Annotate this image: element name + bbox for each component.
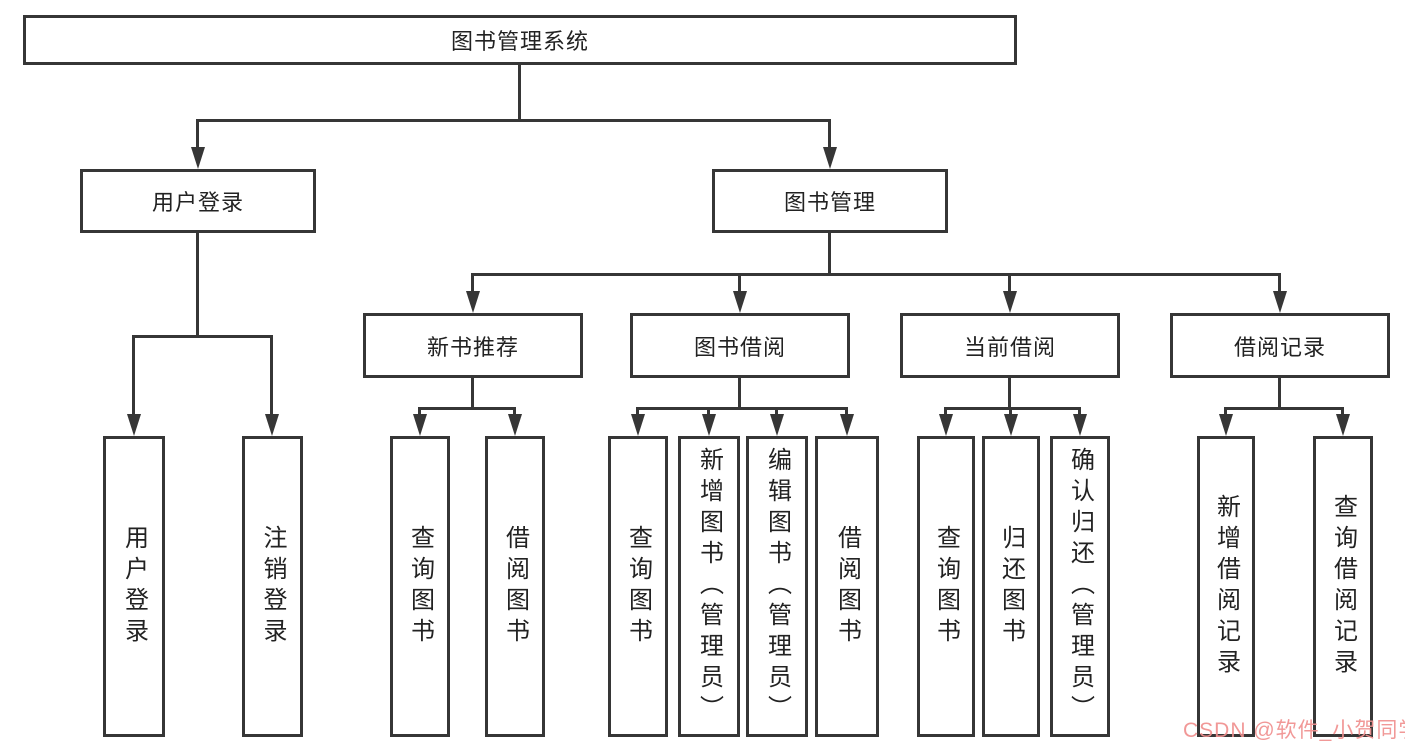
leaf-label: 注销登录 [259, 524, 286, 649]
connector-line [944, 407, 947, 414]
arrow-down-icon [508, 414, 522, 436]
watermark: CSDN @软件_小贺同学 [1183, 719, 1405, 742]
arrow-down-icon [1003, 291, 1017, 313]
leaf-return-books: 归还图书 [982, 436, 1040, 737]
arrow-down-icon [733, 291, 747, 313]
connector-line [1008, 378, 1011, 407]
leaf-query-borrow-record: 查询借阅记录 [1313, 436, 1373, 737]
connector-line [132, 335, 273, 338]
arrow-down-icon [702, 414, 716, 436]
leaf-query-books-recommend: 查询图书 [390, 436, 450, 737]
connector-line [196, 119, 199, 147]
arrow-down-icon [1004, 414, 1018, 436]
leaf-label: 查询图书 [624, 524, 652, 649]
leaf-query-books-borrowing: 查询图书 [608, 436, 668, 737]
connector-line [196, 233, 199, 335]
connector-line [1341, 407, 1344, 414]
leaf-borrow-books-borrowing: 借阅图书 [815, 436, 879, 737]
connector-line [471, 273, 474, 291]
connector-line [1078, 407, 1081, 414]
leaf-label: 查询图书 [932, 524, 960, 649]
leaf-user-login: 用户登录 [103, 436, 165, 737]
node-label: 新书推荐 [426, 334, 519, 360]
leaf-edit-books-admin: 编辑图书（管理员） [746, 436, 808, 737]
leaf-add-borrow-record: 新增借阅记录 [1197, 436, 1255, 737]
connector-line [418, 407, 421, 414]
node-label: 图书借阅 [693, 334, 786, 360]
connector-line [270, 335, 273, 414]
leaf-label: 借阅图书 [833, 524, 861, 649]
leaf-label: 确认归还（管理员） [1066, 447, 1094, 726]
connector-line [513, 407, 516, 414]
node-new-book-recommend: 新书推荐 [363, 313, 583, 378]
leaf-label: 新增借阅记录 [1212, 493, 1240, 680]
arrow-down-icon [265, 414, 279, 436]
node-label: 图书管理系统 [450, 29, 589, 54]
connector-line [471, 378, 474, 407]
leaf-add-books-admin: 新增图书（管理员） [678, 436, 740, 737]
connector-line [707, 407, 710, 414]
connector-line [738, 378, 741, 407]
node-label: 借阅记录 [1233, 334, 1326, 360]
arrow-down-icon [770, 414, 784, 436]
connector-line [518, 65, 521, 119]
arrow-down-icon [823, 147, 837, 169]
arrow-down-icon [631, 414, 645, 436]
arrow-down-icon [466, 291, 480, 313]
leaf-label: 归还图书 [997, 524, 1025, 649]
arrow-down-icon [1336, 414, 1350, 436]
arrow-down-icon [939, 414, 953, 436]
connector-line [636, 407, 639, 414]
leaf-borrow-books-recommend: 借阅图书 [485, 436, 545, 737]
connector-line [1009, 407, 1012, 414]
connector-line [738, 273, 741, 291]
arrow-down-icon [840, 414, 854, 436]
connector-line [132, 335, 135, 414]
node-label: 图书管理 [783, 190, 876, 215]
leaf-label: 编辑图书（管理员） [763, 447, 791, 726]
leaf-label: 查询借阅记录 [1329, 493, 1357, 680]
connector-line [1278, 273, 1281, 291]
leaf-logout: 注销登录 [242, 436, 303, 737]
connector-line [1224, 407, 1344, 410]
connector-line [1008, 273, 1011, 291]
node-book-borrowing: 图书借阅 [630, 313, 850, 378]
node-user-login: 用户登录 [80, 169, 316, 233]
node-library-system: 图书管理系统 [23, 15, 1017, 65]
arrow-down-icon [191, 147, 205, 169]
connector-line [828, 233, 831, 273]
connector-line [828, 119, 831, 147]
leaf-query-books-current: 查询图书 [917, 436, 975, 737]
connector-line [845, 407, 848, 414]
node-label: 用户登录 [151, 190, 244, 215]
arrow-down-icon [413, 414, 427, 436]
arrow-down-icon [127, 414, 141, 436]
arrow-down-icon [1273, 291, 1287, 313]
connector-line [775, 407, 778, 414]
node-current-borrowing: 当前借阅 [900, 313, 1120, 378]
node-label: 当前借阅 [963, 334, 1056, 360]
connector-line [1224, 407, 1227, 414]
connector-line [636, 407, 848, 410]
leaf-confirm-return-admin: 确认归还（管理员） [1050, 436, 1110, 737]
connector-line [944, 407, 1081, 410]
connector-line [471, 273, 1281, 276]
connector-line [196, 119, 831, 122]
node-book-management: 图书管理 [712, 169, 948, 233]
arrow-down-icon [1073, 414, 1087, 436]
leaf-label: 借阅图书 [501, 524, 529, 649]
connector-line [418, 407, 516, 410]
leaf-label: 查询图书 [406, 524, 434, 649]
leaf-label: 新增图书（管理员） [695, 447, 723, 726]
leaf-label: 用户登录 [120, 524, 148, 649]
arrow-down-icon [1219, 414, 1233, 436]
connector-line [1278, 378, 1281, 407]
node-borrowing-records: 借阅记录 [1170, 313, 1390, 378]
